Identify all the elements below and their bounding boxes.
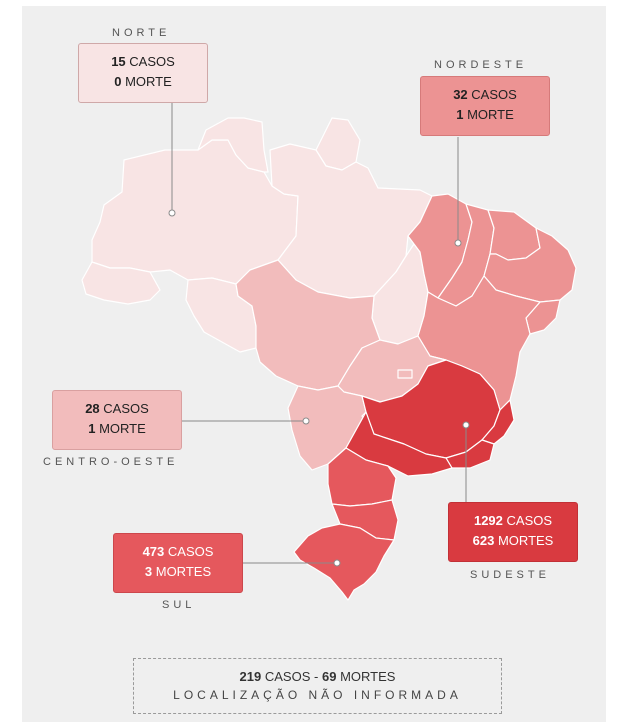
cases-line-nordeste: 32 CASOS bbox=[421, 85, 549, 105]
deaths-word-centro-oeste: MORTE bbox=[99, 421, 146, 436]
deaths-value-sul: 3 bbox=[144, 564, 153, 579]
deaths-word-sudeste: MORTES bbox=[497, 533, 554, 548]
unknown-stats-line: 219 CASOS - 69 MORTES bbox=[134, 669, 501, 684]
stats-box-nordeste[interactable]: 32 CASOS 1 MORTE bbox=[420, 76, 550, 136]
deaths-line-centro-oeste: 1 MORTE bbox=[53, 419, 181, 439]
deaths-line-sul: 3 MORTES bbox=[114, 562, 242, 582]
leader-dots bbox=[168, 209, 470, 567]
dot-norte bbox=[168, 209, 176, 217]
deaths-word-norte: MORTE bbox=[125, 74, 172, 89]
region-name-sul: SUL bbox=[162, 599, 196, 611]
deaths-line-sudeste: 623 MORTES bbox=[449, 531, 577, 551]
region-name-sudeste: SUDESTE bbox=[470, 569, 550, 581]
region-name-nordeste: NORDESTE bbox=[434, 59, 528, 71]
region-name-norte: NORTE bbox=[112, 27, 171, 39]
cases-word-sul: CASOS bbox=[167, 544, 214, 559]
cases-value-centro-oeste: 28 bbox=[85, 401, 100, 416]
dot-nordeste bbox=[454, 239, 462, 247]
cases-value-sudeste: 1292 bbox=[473, 513, 503, 528]
stats-box-sudeste[interactable]: 1292 CASOS 623 MORTES bbox=[448, 502, 578, 562]
cases-word-sudeste: CASOS bbox=[506, 513, 553, 528]
stats-box-sul[interactable]: 473 CASOS 3 MORTES bbox=[113, 533, 243, 593]
state-espirito-santo bbox=[481, 399, 515, 445]
cases-word-norte: CASOS bbox=[129, 54, 175, 69]
cases-value-norte: 15 bbox=[111, 54, 126, 69]
state-roraima bbox=[197, 117, 269, 173]
region-nordeste[interactable] bbox=[407, 193, 577, 411]
deaths-line-nordeste: 1 MORTE bbox=[421, 105, 549, 125]
deaths-line-norte: 0 MORTE bbox=[79, 72, 207, 92]
deaths-word-sul: MORTES bbox=[155, 564, 212, 579]
unknown-location-label: LOCALIZAÇÃO NÃO INFORMADA bbox=[173, 688, 462, 702]
unknown-cases-word: CASOS bbox=[264, 669, 311, 684]
unknown-deaths-word: MORTES bbox=[340, 669, 396, 684]
cases-value-sul: 473 bbox=[142, 544, 165, 559]
deaths-word-nordeste: MORTE bbox=[467, 107, 514, 122]
stats-box-norte[interactable]: 15 CASOS 0 MORTE bbox=[78, 43, 208, 103]
dot-sul bbox=[333, 559, 341, 567]
cases-line-sudeste: 1292 CASOS bbox=[449, 511, 577, 531]
unknown-separator: - bbox=[314, 669, 319, 684]
state-rio-de-janeiro bbox=[445, 439, 495, 469]
cases-line-norte: 15 CASOS bbox=[79, 52, 207, 72]
state-rio-grande-do-sul bbox=[293, 523, 395, 601]
cases-line-sul: 473 CASOS bbox=[114, 542, 242, 562]
state-ceara bbox=[487, 209, 541, 261]
leader-lines bbox=[171, 103, 467, 564]
dot-sudeste bbox=[462, 421, 470, 429]
deaths-value-nordeste: 1 bbox=[456, 107, 464, 122]
state-df bbox=[397, 369, 413, 379]
dot-centro-oeste bbox=[302, 417, 310, 425]
deaths-value-sudeste: 623 bbox=[472, 533, 495, 548]
state-acre bbox=[81, 261, 161, 305]
unknown-deaths-value: 69 bbox=[321, 669, 337, 684]
region-norte[interactable] bbox=[81, 117, 433, 353]
cases-value-nordeste: 32 bbox=[453, 87, 468, 102]
cases-word-centro-oeste: CASOS bbox=[103, 401, 149, 416]
state-amazonas bbox=[91, 139, 299, 285]
deaths-value-centro-oeste: 1 bbox=[88, 421, 96, 436]
stats-box-centro-oeste[interactable]: 28 CASOS 1 MORTE bbox=[52, 390, 182, 450]
unknown-cases-value: 219 bbox=[239, 669, 262, 684]
cases-line-centro-oeste: 28 CASOS bbox=[53, 399, 181, 419]
region-name-centro-oeste: CENTRO-OESTE bbox=[43, 456, 179, 468]
region-sul[interactable] bbox=[293, 447, 399, 601]
deaths-value-norte: 0 bbox=[114, 74, 122, 89]
cases-word-nordeste: CASOS bbox=[471, 87, 517, 102]
unknown-location-box: 219 CASOS - 69 MORTES LOCALIZAÇÃO NÃO IN… bbox=[133, 658, 502, 714]
